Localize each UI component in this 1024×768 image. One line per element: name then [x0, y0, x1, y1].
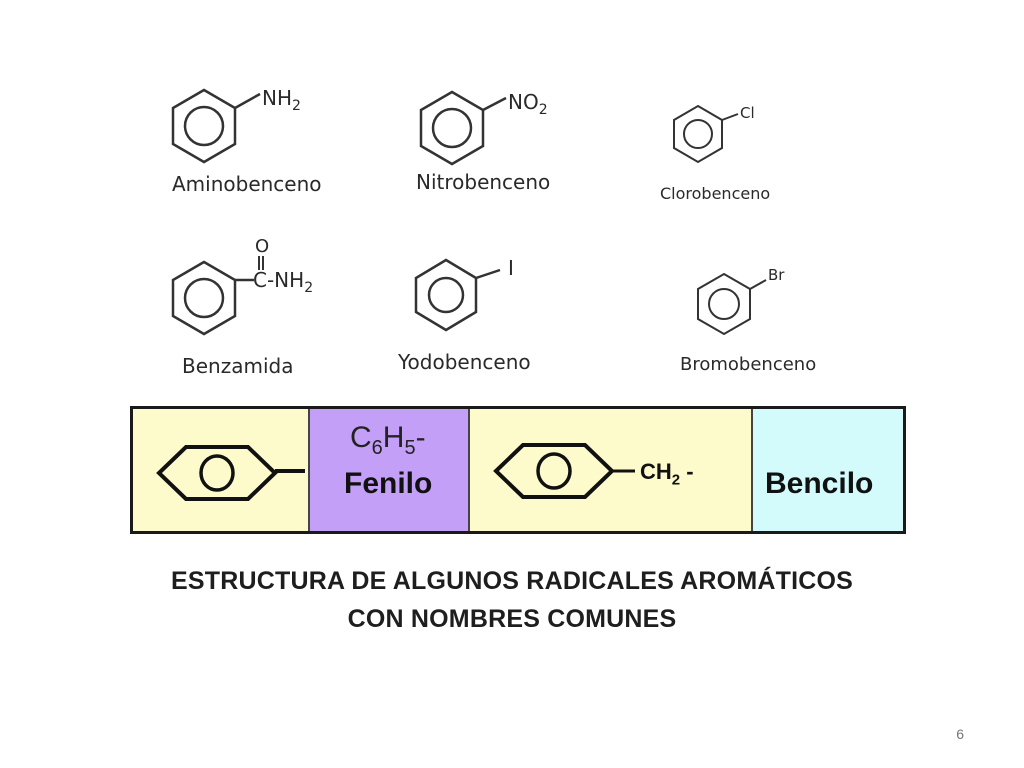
substituent-subscript: 2 — [292, 98, 301, 114]
molecule-name: Yodobenceno — [398, 350, 531, 374]
formula-carbon: C — [350, 421, 372, 454]
formula-bond: - — [415, 421, 426, 454]
substituent-label: NO — [508, 90, 539, 114]
formula-carbon-count: 6 — [371, 437, 383, 459]
caption-line-1: ESTRUCTURA DE ALGUNOS RADICALES AROMÁTIC… — [170, 567, 853, 595]
page-number: 6 — [956, 726, 964, 742]
slide-caption: ESTRUCTURA DE ALGUNOS RADICALES AROMÁTIC… — [0, 562, 1024, 638]
methylene-subscript: 2 — [671, 471, 681, 489]
molecule-nitrobenceno: NO2 Nitrobenceno — [408, 80, 628, 205]
molecule-bromobenceno: Br Bromobenceno — [678, 264, 858, 384]
benzene-ring-icon — [171, 88, 261, 164]
substituent-label: I — [508, 256, 514, 280]
benzene-ring-icon — [171, 256, 264, 336]
benzyl-ring-icon — [493, 443, 635, 499]
benzene-ring-icon — [673, 104, 739, 164]
benzyl-name-cell: Bencilo — [753, 409, 903, 531]
substituent-label: C-NH — [253, 268, 305, 292]
benzyl-name: Bencilo — [765, 467, 874, 500]
benzyl-structure-cell: CH2 - — [470, 409, 753, 531]
phenyl-formula: C6H5- — [350, 421, 426, 460]
carbonyl-oxygen: O — [255, 236, 270, 257]
phenyl-name-cell: C6H5- Fenilo — [310, 409, 470, 531]
molecule-name: Clorobenceno — [660, 184, 771, 203]
benzene-ring-icon — [697, 272, 767, 336]
radicals-table: C6H5- Fenilo CH2 - Bencilo — [130, 406, 906, 534]
benzene-ring-icon — [419, 90, 507, 166]
molecule-yodobenceno: I Yodobenceno — [396, 250, 596, 380]
substituent-subscript: 2 — [304, 280, 314, 296]
molecule-clorobenceno: Cl Clorobenceno — [656, 100, 816, 210]
methylene-group: CH2 - — [640, 459, 694, 488]
phenyl-name: Fenilo — [344, 467, 433, 500]
phenyl-ring-icon — [156, 445, 305, 501]
benzene-ring-icon — [414, 258, 501, 332]
formula-hydrogen: H — [382, 421, 405, 454]
substituent-label: NH — [262, 86, 292, 110]
substituent-label: Cl — [740, 104, 755, 122]
methylene-label: CH — [640, 459, 672, 484]
methylene-bond: - — [680, 459, 694, 484]
substituent-subscript: 2 — [538, 102, 548, 118]
molecule-name: Benzamida — [182, 354, 294, 378]
molecule-aminobenceno: NH2 Aminobenceno — [160, 80, 380, 205]
caption-line-2: CON NOMBRES COMUNES — [347, 605, 677, 633]
molecule-benzamida: O C-NH2 Benzamida — [160, 236, 380, 381]
molecule-name: Nitrobenceno — [416, 170, 551, 194]
substituent-label: Br — [768, 266, 785, 284]
molecule-name: Bromobenceno — [680, 354, 817, 375]
formula-hydrogen-count: 5 — [404, 437, 416, 459]
phenyl-structure-cell — [133, 409, 310, 531]
molecule-name: Aminobenceno — [172, 172, 322, 196]
